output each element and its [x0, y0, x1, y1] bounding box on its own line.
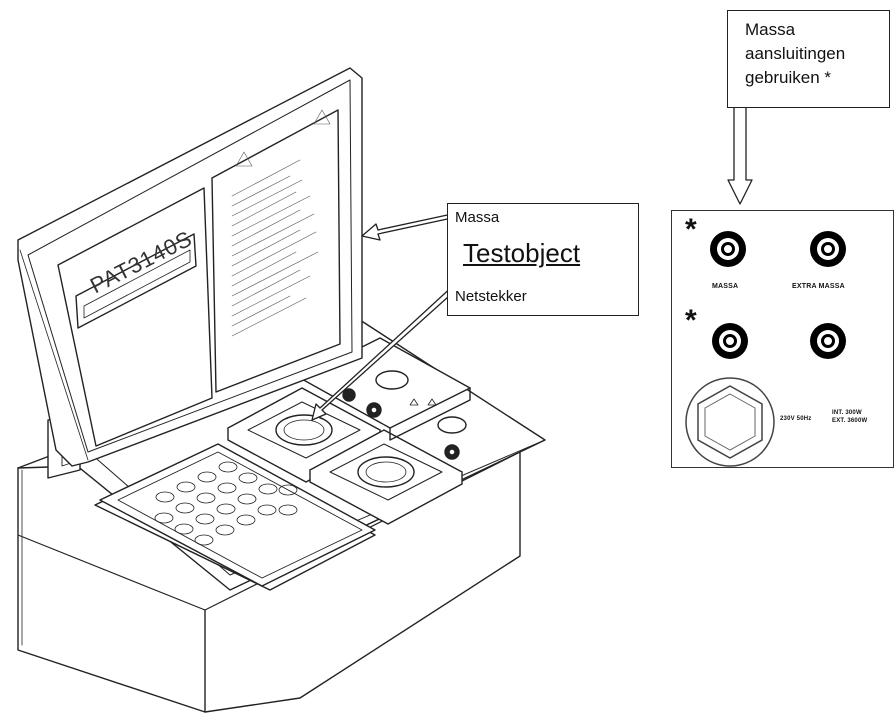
label-extra-massa: EXTRA MASSA — [792, 283, 845, 290]
jack-massa — [710, 231, 746, 267]
lid-warning-text — [231, 109, 331, 337]
callout-testobject-label: Testobject — [463, 238, 581, 268]
label-voltage: 230V 50Hz — [780, 416, 812, 422]
jack-extra-massa — [810, 231, 846, 267]
asterisk-massa-bottom: * — [685, 304, 697, 337]
socket-right — [309, 429, 463, 525]
callout-netstekker-label: Netstekker — [455, 288, 527, 305]
callout-massa-label: Massa — [455, 209, 500, 226]
jack-lower-right — [810, 323, 846, 359]
label-massa: MASSA — [712, 283, 739, 290]
callout-top-line3: gebruiken * — [745, 68, 832, 87]
label-power-ext: EXT. 3600W — [832, 418, 868, 424]
callout-top-line2: aansluitingen — [745, 44, 846, 63]
connector-panel: * MASSA EXTRA MASSA * 230V 50Hz INT. 300… — [671, 210, 894, 468]
asterisk-massa-top: * — [685, 213, 697, 246]
arrow-top-callout — [727, 107, 753, 205]
label-power-int: INT. 300W — [832, 410, 862, 416]
callout-massa-aansluitingen: Massa aansluitingen gebruiken * — [727, 10, 890, 108]
power-inlet-icon — [685, 377, 775, 467]
arrow-netstekker — [311, 283, 459, 421]
arrow-massa — [361, 213, 453, 241]
callout-testobject: Massa Testobject Netstekker — [447, 203, 639, 316]
callout-top-line1: Massa — [745, 20, 796, 39]
keypad-panel — [99, 443, 376, 587]
jack-massa-lower — [712, 323, 748, 359]
device-lid — [17, 67, 363, 467]
keypad-keys — [154, 461, 298, 546]
